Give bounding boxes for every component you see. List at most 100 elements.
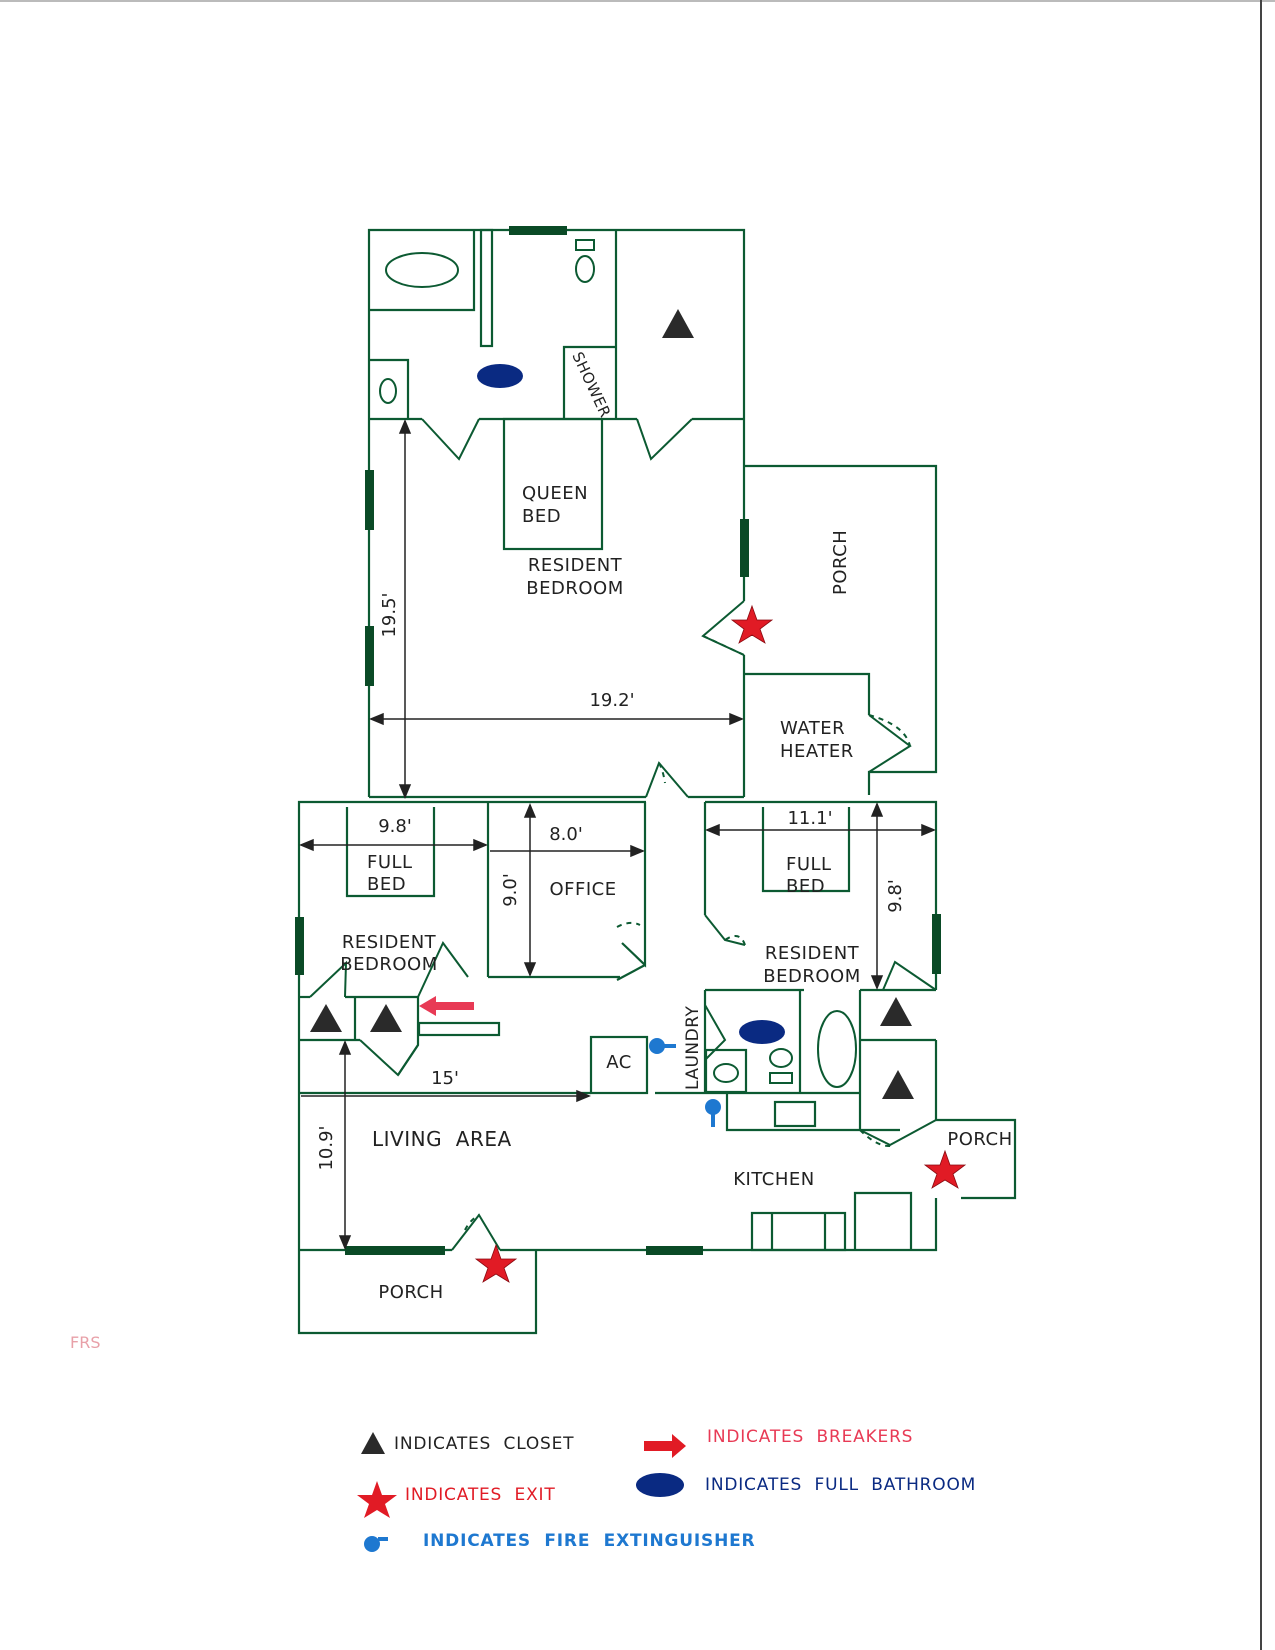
dim-arrow xyxy=(338,1040,352,1055)
dim-arrow xyxy=(369,712,384,726)
dim-office-width: 8.0' xyxy=(549,824,583,845)
exit-markers xyxy=(474,604,967,1283)
kitchen-exit-arc xyxy=(859,1129,896,1147)
dim-west-bed-width: 9.8' xyxy=(378,816,412,837)
full-bed-east-outline xyxy=(761,807,851,893)
legend-closet-label: INDICATES CLOSET xyxy=(394,1434,574,1454)
fire-extinguisher-icon xyxy=(649,1038,665,1054)
east-bed-door-arc xyxy=(724,935,746,946)
refrigerator xyxy=(853,1191,913,1250)
east-bedroom-label-line2: BEDROOM xyxy=(763,966,860,987)
closet-icon xyxy=(662,309,694,338)
dim-arrow xyxy=(705,823,720,837)
kitchen-label: KITCHEN xyxy=(733,1169,815,1190)
legend-bathroom-label: INDICATES FULL BATHROOM xyxy=(705,1475,976,1495)
sink-enclosure xyxy=(369,358,410,419)
dim-arrow xyxy=(576,1089,591,1103)
queen-bed-label-line1: QUEEN xyxy=(522,483,588,504)
legend-breakers-label: INDICATES BREAKERS xyxy=(707,1427,913,1447)
closet-icon xyxy=(310,1004,342,1032)
kitchen-exit-door xyxy=(859,1119,937,1147)
queen-bed-label-line2: BED xyxy=(522,506,561,527)
porch-east-label: PORCH xyxy=(830,530,851,595)
closet-door xyxy=(636,418,693,461)
fire-extinguisher-nozzle xyxy=(664,1044,676,1048)
sink-icon xyxy=(379,378,397,404)
window-north xyxy=(509,226,567,235)
walls xyxy=(297,228,1017,1335)
dim-master-width: 19.2' xyxy=(589,690,634,711)
exit-star-icon xyxy=(474,1243,518,1283)
dim-arrow xyxy=(299,838,314,852)
closet-icon xyxy=(370,1004,402,1032)
dim-living-height: 10.9' xyxy=(316,1125,337,1170)
shower-enclosure xyxy=(562,345,616,419)
window-west-upper xyxy=(365,470,374,530)
bathtub-2-icon xyxy=(817,1010,857,1088)
legend: INDICATES CLOSET INDICATES BREAKERS INDI… xyxy=(357,1427,976,1552)
east-bed-door xyxy=(704,914,746,946)
east-porch-outer-wall xyxy=(744,464,938,795)
window-living-south xyxy=(345,1246,445,1255)
dim-arrow xyxy=(523,962,537,977)
full-bed-west-label-line1: FULL xyxy=(367,852,413,873)
bathtub-icon xyxy=(385,252,459,288)
window-west-bed xyxy=(295,917,304,975)
shower-label: SHOWER xyxy=(568,349,614,420)
dim-arrow xyxy=(630,844,645,858)
dim-arrow xyxy=(523,803,537,818)
tub-enclosure xyxy=(369,230,476,312)
full-bed-east-label-line2: BED xyxy=(786,876,825,897)
east-closet-door xyxy=(882,960,937,991)
dim-arrow xyxy=(338,1235,352,1250)
queen-bed-outline xyxy=(502,417,604,551)
full-bed-east-label-line1: FULL xyxy=(786,854,832,875)
bath-partition xyxy=(479,228,494,348)
full-bed-west-outline xyxy=(345,807,436,898)
dim-arrow xyxy=(473,838,488,852)
dim-arrow xyxy=(921,823,936,837)
lower-west-outer-wall xyxy=(297,800,646,1335)
dim-arrow xyxy=(729,712,744,726)
laundry-door xyxy=(704,1004,727,1061)
full-bathroom-icon xyxy=(477,364,523,388)
sink-2-icon xyxy=(713,1063,739,1083)
dim-east-bed-height: 9.8' xyxy=(885,879,906,913)
west-closet-door xyxy=(309,960,348,998)
full-bed-west-label-line2: BED xyxy=(367,874,406,895)
porch-south-label: PORCH xyxy=(378,1282,443,1303)
dim-office-height: 9.0' xyxy=(500,873,521,907)
stove xyxy=(750,1211,847,1252)
legend-extinguisher-label: INDICATES FIRE EXTINGUISHER xyxy=(423,1531,755,1551)
closet-door-2 xyxy=(359,1039,419,1077)
hall-door-arc xyxy=(658,762,666,784)
exit-star-icon xyxy=(923,1149,967,1189)
legend-closet-icon xyxy=(361,1432,385,1454)
dim-arrow xyxy=(870,975,884,990)
toilet-tank-icon xyxy=(575,239,595,251)
water-heater-label-line1: WATER xyxy=(780,718,845,739)
ac-closet xyxy=(589,1035,649,1095)
frs-stamp: FRS xyxy=(70,1333,100,1352)
dim-arrow xyxy=(398,784,412,799)
toilet-2-bowl-icon xyxy=(769,1048,793,1068)
window-kitchen-south xyxy=(646,1246,703,1255)
dim-living-width: 15' xyxy=(431,1068,459,1089)
water-heater-door-arc xyxy=(868,714,911,747)
hall-door xyxy=(645,761,689,798)
breaker-marker xyxy=(419,996,474,1016)
master-bedroom-label-line2: BEDROOM xyxy=(526,578,623,599)
legend-exit-label: INDICATES EXIT xyxy=(405,1485,556,1505)
porch-southeast-label: PORCH xyxy=(947,1129,1012,1150)
kitchen-sink xyxy=(773,1100,817,1128)
windows xyxy=(295,226,941,1255)
dim-master-height: 19.5' xyxy=(379,592,400,637)
east-bedroom-label-line1: RESIDENT xyxy=(765,943,860,964)
master-bedroom-label-line1: RESIDENT xyxy=(528,555,623,576)
office-door-swing-edge xyxy=(616,964,646,981)
office-door-arc xyxy=(616,921,641,928)
bathroom-markers xyxy=(477,364,785,1044)
toilet-2-tank-icon xyxy=(769,1072,793,1084)
full-bathroom-icon xyxy=(739,1020,785,1044)
